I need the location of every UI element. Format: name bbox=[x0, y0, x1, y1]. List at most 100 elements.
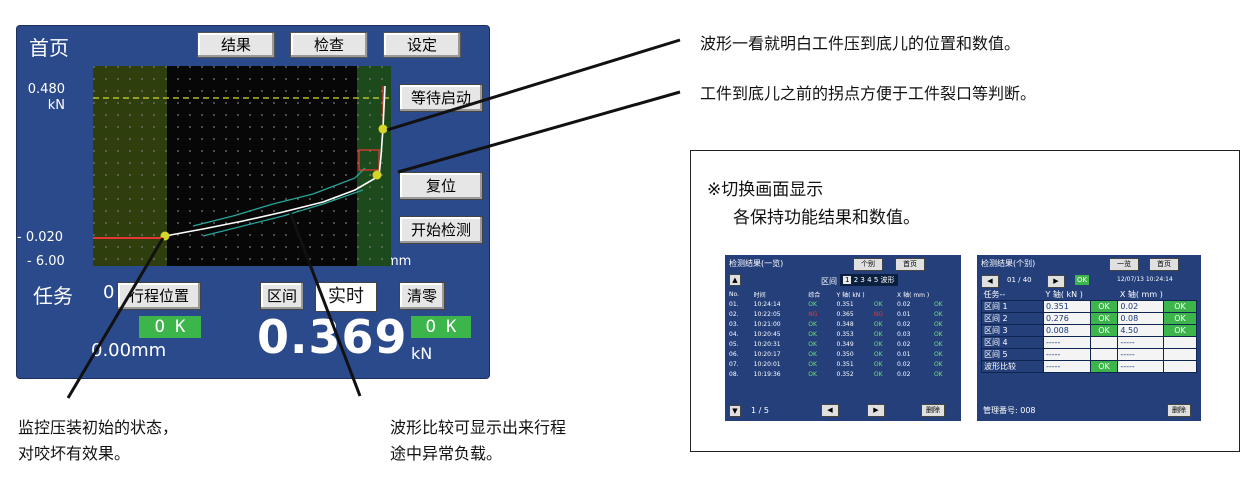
stroke-ok-badge: O K bbox=[139, 316, 201, 338]
list-home-button[interactable]: 首页 bbox=[895, 258, 925, 271]
scroll-down-icon[interactable]: ▼ bbox=[729, 405, 741, 417]
detail-cell: ----- bbox=[1117, 336, 1164, 349]
col-time: 时间 bbox=[753, 291, 766, 299]
point-bottom bbox=[378, 124, 388, 134]
table-cell: 10:20:31 bbox=[753, 340, 781, 348]
table-cell: OK bbox=[873, 360, 883, 368]
zero-button[interactable]: 清零 bbox=[399, 282, 445, 310]
scroll-up-icon[interactable]: ▲ bbox=[729, 274, 741, 286]
zone-selector[interactable]: 1 2 3 4 5 波形 bbox=[840, 274, 898, 286]
detail-next-icon[interactable]: ▶ bbox=[1047, 275, 1065, 288]
zone-1[interactable]: 1 bbox=[843, 276, 852, 284]
zone-button[interactable]: 区间 bbox=[260, 282, 304, 310]
table-cell: OK bbox=[808, 360, 817, 368]
table-cell: NG bbox=[808, 310, 818, 318]
table-cell: 0.351 bbox=[836, 300, 854, 308]
table-cell: OK bbox=[873, 340, 883, 348]
result-table: No. 时间 综合 Y 轴( kN ) X 轴( mm ) 01.10:24:1… bbox=[727, 289, 959, 379]
load-unit: kN bbox=[411, 344, 433, 363]
annotation-bottom-mid-1: 波形比较可显示出来行程 bbox=[390, 418, 567, 437]
list-button[interactable]: 一览 bbox=[1109, 258, 1139, 271]
detail-cell: 4.50 bbox=[1117, 324, 1164, 337]
zone-2[interactable]: 2 bbox=[853, 276, 859, 284]
detail-zone-label: 波形比较 bbox=[981, 360, 1044, 373]
table-cell: OK bbox=[933, 300, 943, 308]
detail-cell: OK bbox=[1162, 324, 1198, 337]
annotation-top2: 工件到底儿之前的拐点方便于工件裂口等判断。 bbox=[700, 84, 1037, 103]
list-delete-button[interactable]: 删除 bbox=[921, 404, 945, 417]
table-cell: OK bbox=[873, 300, 883, 308]
y-min-label: - 0.020 bbox=[17, 230, 64, 245]
wait-start-button[interactable]: 等待启动 bbox=[399, 84, 483, 112]
table-cell: 07. bbox=[729, 360, 739, 368]
live-waveform bbox=[164, 85, 386, 237]
table-cell: NG bbox=[873, 310, 884, 318]
detail-cell: OK bbox=[1089, 324, 1119, 337]
screen-title: 首页 bbox=[29, 36, 69, 60]
table-cell: 05. bbox=[729, 340, 739, 348]
detail-row: 波形比较-----OK----- bbox=[981, 360, 1198, 373]
stroke-position-button[interactable]: 行程位置 bbox=[117, 282, 201, 310]
col-x: X 轴( mm ) bbox=[897, 291, 930, 299]
tab-settings[interactable]: 设定 bbox=[383, 32, 461, 58]
zone-3[interactable]: 3 bbox=[860, 276, 865, 284]
zone-5[interactable]: 5 bbox=[873, 276, 879, 284]
table-cell: OK bbox=[933, 340, 943, 348]
callout-line-top1 bbox=[386, 38, 681, 132]
zone-4[interactable]: 4 bbox=[867, 276, 872, 284]
detail-home-button[interactable]: 首页 bbox=[1149, 258, 1179, 271]
detail-title: 检测结果(个别) bbox=[981, 259, 1036, 268]
panel-line1: ※切换画面显示 bbox=[707, 180, 824, 200]
y-max-label: 0.480 bbox=[27, 82, 65, 97]
table-cell: OK bbox=[933, 310, 943, 318]
col-no: No. bbox=[729, 290, 739, 298]
table-cell: 10:19:36 bbox=[753, 370, 781, 378]
table-cell: OK bbox=[933, 350, 943, 358]
manage-number: 管理番号: 008 bbox=[983, 406, 1036, 415]
tab-check[interactable]: 检查 bbox=[290, 32, 368, 58]
detail-row: 区间 5---------- bbox=[981, 348, 1198, 361]
start-inspection-button[interactable]: 开始检测 bbox=[399, 216, 483, 244]
detail-datetime: 12/07/13 10:24:14 bbox=[1117, 276, 1173, 283]
prev-page-icon[interactable]: ◀ bbox=[821, 404, 839, 417]
table-cell: 03. bbox=[729, 320, 739, 328]
table-cell: OK bbox=[808, 350, 817, 358]
detail-prev-icon[interactable]: ◀ bbox=[981, 275, 999, 288]
table-cell: OK bbox=[808, 340, 817, 348]
table-cell: 10:21:00 bbox=[753, 320, 781, 328]
reset-button[interactable]: 复位 bbox=[399, 172, 483, 200]
table-cell: OK bbox=[808, 320, 817, 328]
detail-delete-button[interactable]: 删除 bbox=[1167, 404, 1191, 417]
tab-result[interactable]: 结果 bbox=[197, 32, 275, 58]
table-header: No. 时间 综合 Y 轴( kN ) X 轴( mm ) bbox=[727, 289, 959, 299]
table-cell: 0.02 bbox=[897, 370, 911, 378]
individual-button[interactable]: 个别 bbox=[853, 258, 883, 271]
table-cell: 08. bbox=[729, 370, 739, 378]
monitor-screen: 首页 结果 检查 设定 0.480 kN - 0.020 - 6.00 0.00… bbox=[17, 26, 489, 378]
table-cell: 0.365 bbox=[836, 310, 854, 318]
zone-label: 区间 bbox=[821, 277, 837, 286]
table-cell: OK bbox=[933, 320, 943, 328]
table-cell: OK bbox=[873, 330, 883, 338]
col-overall: 综合 bbox=[808, 291, 821, 299]
waveform-svg bbox=[93, 66, 391, 266]
zone-waveform[interactable]: 波形 bbox=[880, 276, 895, 284]
table-cell: 0.01 bbox=[897, 310, 911, 318]
next-page-icon[interactable]: ▶ bbox=[867, 404, 885, 417]
detail-zone-label: 区间 2 bbox=[981, 312, 1044, 325]
detail-cell: 0.08 bbox=[1117, 312, 1164, 325]
detail-cell: OK bbox=[1089, 360, 1119, 373]
